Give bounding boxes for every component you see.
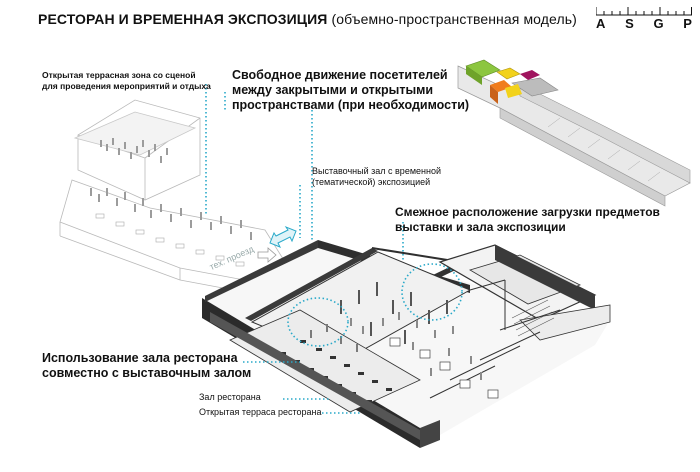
annotation-free-movement-line3: пространствами (при необходимости)	[232, 98, 470, 112]
annotation-terrace-zone: Открытая террасная зона со сценой для пр…	[42, 70, 211, 91]
movement-arrow-icon	[269, 225, 297, 248]
annotation-restaurant-hall: Зал ресторана	[199, 392, 261, 402]
main-building	[202, 240, 611, 448]
annotation-free-movement-line2: между закрытыми и открытыми	[232, 83, 434, 97]
annotation-adjacent-loading-line1: Смежное расположение загрузки предметов	[395, 205, 660, 219]
annotation-adjacent-loading-line2: выставки и зала экспозиции	[395, 220, 566, 234]
terrace-building	[59, 99, 286, 295]
key-plan	[457, 59, 691, 207]
annotation-terrace-zone-line2: для проведения мероприятий и отдыха	[42, 80, 211, 91]
logo-letter-s: S	[625, 16, 634, 31]
page-title-main: РЕСТОРАН И ВРЕМЕННАЯ ЭКСПОЗИЦИЯ	[38, 11, 328, 27]
callout-lines	[205, 84, 463, 414]
logo-letter-p: P	[683, 16, 692, 31]
terrace-tables	[95, 213, 245, 267]
annotation-restaurant-terrace: Открытая терраса ресторана	[199, 407, 322, 417]
annotation-restaurant-use-line1: Использование зала ресторана	[42, 351, 238, 365]
annotation-restaurant-use: Использование зала ресторана совместно с…	[42, 351, 251, 381]
asgp-logo: A S G P	[596, 6, 692, 36]
logo-scale-icon	[596, 7, 692, 16]
annotation-exhibition-hall-line1: Выставочный зал с временной	[312, 166, 441, 176]
annotation-terrace-zone-line1: Открытая террасная зона со сценой	[42, 70, 196, 80]
page-title: РЕСТОРАН И ВРЕМЕННАЯ ЭКСПОЗИЦИЯ (объемно…	[38, 11, 577, 27]
page-title-sub: (объемно-пространственная модель)	[331, 11, 577, 27]
terrace-people	[90, 138, 252, 240]
logo-letter-g: G	[653, 16, 664, 31]
annotation-exhibition-hall-line2: (тематической) экспозицией	[312, 177, 431, 187]
annotation-free-movement: Свободное движение посетителей между зак…	[232, 68, 469, 113]
annotation-free-movement-line1: Свободное движение посетителей	[232, 68, 448, 82]
logo-letter-a: A	[596, 16, 606, 31]
road-arrow-icon	[257, 247, 277, 263]
annotation-adjacent-loading: Смежное расположение загрузки предметов …	[395, 205, 660, 235]
annotation-restaurant-use-line2: совместно с выставочным залом	[42, 366, 252, 380]
annotation-exhibition-hall: Выставочный зал с временной (тематическо…	[312, 166, 441, 188]
